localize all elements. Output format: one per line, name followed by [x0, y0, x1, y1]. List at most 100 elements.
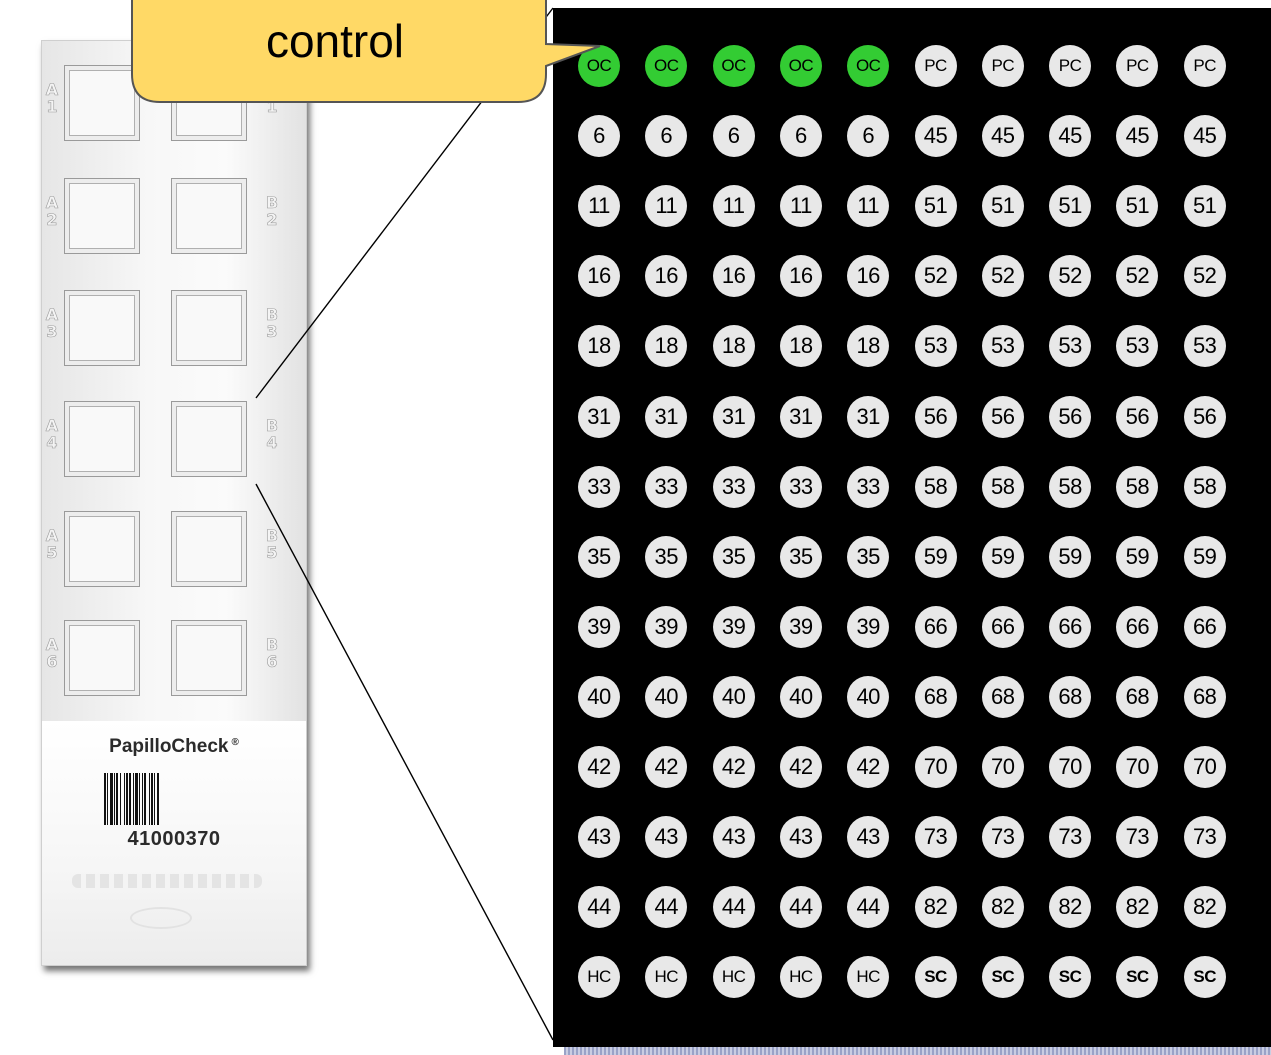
array-shadow: [564, 1047, 1271, 1055]
barcode-bar: [129, 773, 131, 825]
probe-spot-68: 68: [914, 675, 957, 718]
barcode-bar: [114, 773, 115, 825]
probe-spot-44: 44: [645, 886, 688, 929]
probe-spot-35: 35: [578, 535, 620, 578]
well-a6: [64, 620, 140, 696]
well-b3: [171, 290, 247, 366]
probe-spot-42: 42: [847, 746, 890, 788]
barcode-bar: [151, 773, 153, 825]
probe-spot-51: 51: [1116, 185, 1159, 228]
probe-spot-56: 56: [1116, 395, 1159, 438]
probe-spot-18: 18: [779, 325, 822, 368]
well-label-letter: B: [265, 305, 279, 324]
probe-spot-53: 53: [1116, 325, 1159, 368]
probe-spot-68: 68: [1116, 675, 1159, 718]
probe-spot-18: 18: [578, 325, 620, 368]
probe-spot-35: 35: [779, 535, 822, 578]
probe-spot-53: 53: [914, 325, 957, 368]
probe-spot-51: 51: [981, 185, 1024, 228]
probe-spot-70: 70: [914, 746, 957, 788]
probe-spot-40: 40: [847, 675, 890, 718]
probe-spot-70: 70: [1116, 746, 1159, 788]
well-b2: [171, 178, 247, 254]
probe-spot-oc: OC: [847, 45, 890, 87]
well-a1: [64, 65, 140, 141]
probe-spot-59: 59: [981, 535, 1024, 578]
probe-spot-31: 31: [712, 395, 755, 438]
well-label-number: 6: [266, 652, 278, 671]
probe-spot-18: 18: [712, 325, 755, 368]
probe-spot-16: 16: [645, 255, 688, 298]
probe-spot-52: 52: [981, 255, 1024, 298]
probe-spot-18: 18: [645, 325, 688, 368]
well-label-letter: A: [45, 193, 59, 212]
well-label-number: 2: [266, 210, 278, 229]
brand-text: PapilloCheck: [109, 736, 229, 757]
probe-spot-59: 59: [1049, 535, 1092, 578]
well-a5: [64, 511, 140, 587]
probe-spot-oc: OC: [578, 45, 620, 87]
probe-spot-82: 82: [1049, 886, 1092, 929]
probe-spot-39: 39: [645, 605, 688, 648]
probe-spot-42: 42: [578, 746, 620, 788]
probe-spot-6: 6: [847, 115, 890, 158]
well-label-number: 5: [46, 543, 58, 562]
probe-spot-31: 31: [847, 395, 890, 438]
probe-spot-hc: HC: [712, 956, 755, 999]
probe-spot-16: 16: [712, 255, 755, 298]
probe-spot-68: 68: [1049, 675, 1092, 718]
registered-mark: ®: [231, 736, 239, 748]
probe-spot-39: 39: [712, 605, 755, 648]
embossed-logo-mark: [130, 907, 192, 929]
probe-spot-11: 11: [779, 185, 822, 228]
probe-spot-45: 45: [914, 115, 957, 158]
well-label-letter: B: [265, 193, 279, 212]
probe-spot-73: 73: [1049, 816, 1092, 859]
probe-spot-sc: SC: [1116, 956, 1159, 999]
well-label-letter: B: [265, 635, 279, 654]
probe-spot-40: 40: [578, 675, 620, 718]
well-a4: [64, 401, 140, 477]
probe-spot-sc: SC: [1049, 956, 1092, 999]
callout-bubble: [131, 0, 601, 103]
barcode-bar: [157, 773, 159, 825]
probe-spot-68: 68: [981, 675, 1024, 718]
barcode-bar: [126, 773, 128, 825]
well-label-number: 6: [46, 652, 58, 671]
barcode: [104, 773, 199, 825]
probe-spot-51: 51: [1049, 185, 1092, 228]
probe-spot-44: 44: [779, 886, 822, 929]
probe-spot-56: 56: [914, 395, 957, 438]
probe-spot-6: 6: [779, 115, 822, 158]
probe-spot-11: 11: [712, 185, 755, 228]
probe-spot-68: 68: [1183, 675, 1226, 718]
probe-spot-16: 16: [578, 255, 620, 298]
probe-spot-52: 52: [1049, 255, 1092, 298]
probe-spot-51: 51: [1183, 185, 1226, 228]
well-label-number: 1: [266, 97, 278, 116]
probe-spot-44: 44: [847, 886, 890, 929]
probe-spot-35: 35: [645, 535, 688, 578]
probe-spot-73: 73: [1183, 816, 1226, 859]
probe-spot-33: 33: [847, 465, 890, 508]
probe-spot-hc: HC: [847, 956, 890, 999]
well-label-number: 4: [46, 433, 58, 452]
probe-spot-66: 66: [914, 605, 957, 648]
probe-spot-45: 45: [1183, 115, 1226, 158]
probe-spot-58: 58: [914, 465, 957, 508]
probe-spot-43: 43: [847, 816, 890, 859]
probe-spot-43: 43: [779, 816, 822, 859]
probe-spot-58: 58: [1049, 465, 1092, 508]
well-label-letter: A: [45, 305, 59, 324]
probe-spot-31: 31: [779, 395, 822, 438]
well-label-letter: B: [265, 526, 279, 545]
probe-spot-33: 33: [779, 465, 822, 508]
probe-spot-pc: PC: [1116, 45, 1159, 87]
probe-spot-16: 16: [847, 255, 890, 298]
